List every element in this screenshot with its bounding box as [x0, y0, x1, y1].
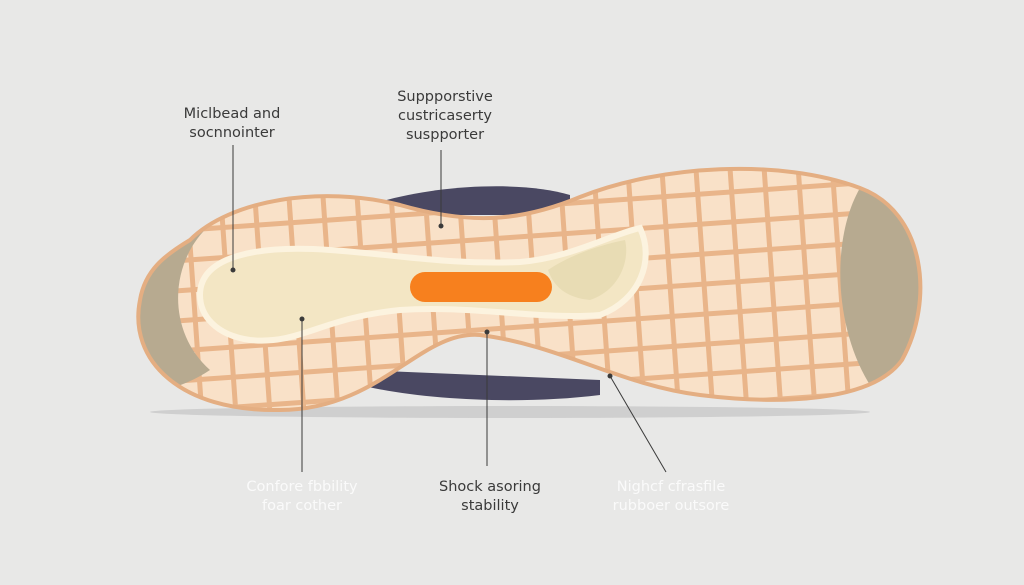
label-line: stability — [461, 498, 519, 514]
label-line: rubboer outsore — [612, 498, 730, 514]
shoe-upper-bottom — [360, 370, 600, 401]
label-comfort: Confore fbbility foar cother — [202, 478, 402, 516]
label-line: custricaserty — [398, 108, 492, 124]
label-midbead: Miclbead and socnnointer — [132, 105, 332, 143]
shadow — [150, 406, 870, 418]
shoe-upper-top — [370, 186, 570, 215]
label-line: Miclbead and — [183, 106, 281, 122]
label-line: suspporter — [405, 127, 485, 143]
label-line: Confore fbbility — [246, 479, 358, 495]
label-rubber: Nighcf cfrasfile rubboer outsore — [571, 478, 771, 516]
toe-rubber — [840, 188, 921, 385]
label-line: Nighcf cfrasfile — [616, 479, 726, 495]
gel-insert — [410, 272, 552, 302]
label-line: foar cother — [261, 498, 343, 514]
label-line: Shock asoring — [439, 479, 541, 495]
label-supportive: Suppporstive custricaserty suspporter — [345, 88, 545, 145]
label-line: socnnointer — [189, 125, 275, 141]
label-shock: Shock asoring stability — [390, 478, 590, 516]
leader-lines — [230, 145, 667, 473]
arch-mesh — [548, 240, 627, 300]
label-line: Suppporstive — [397, 89, 493, 105]
